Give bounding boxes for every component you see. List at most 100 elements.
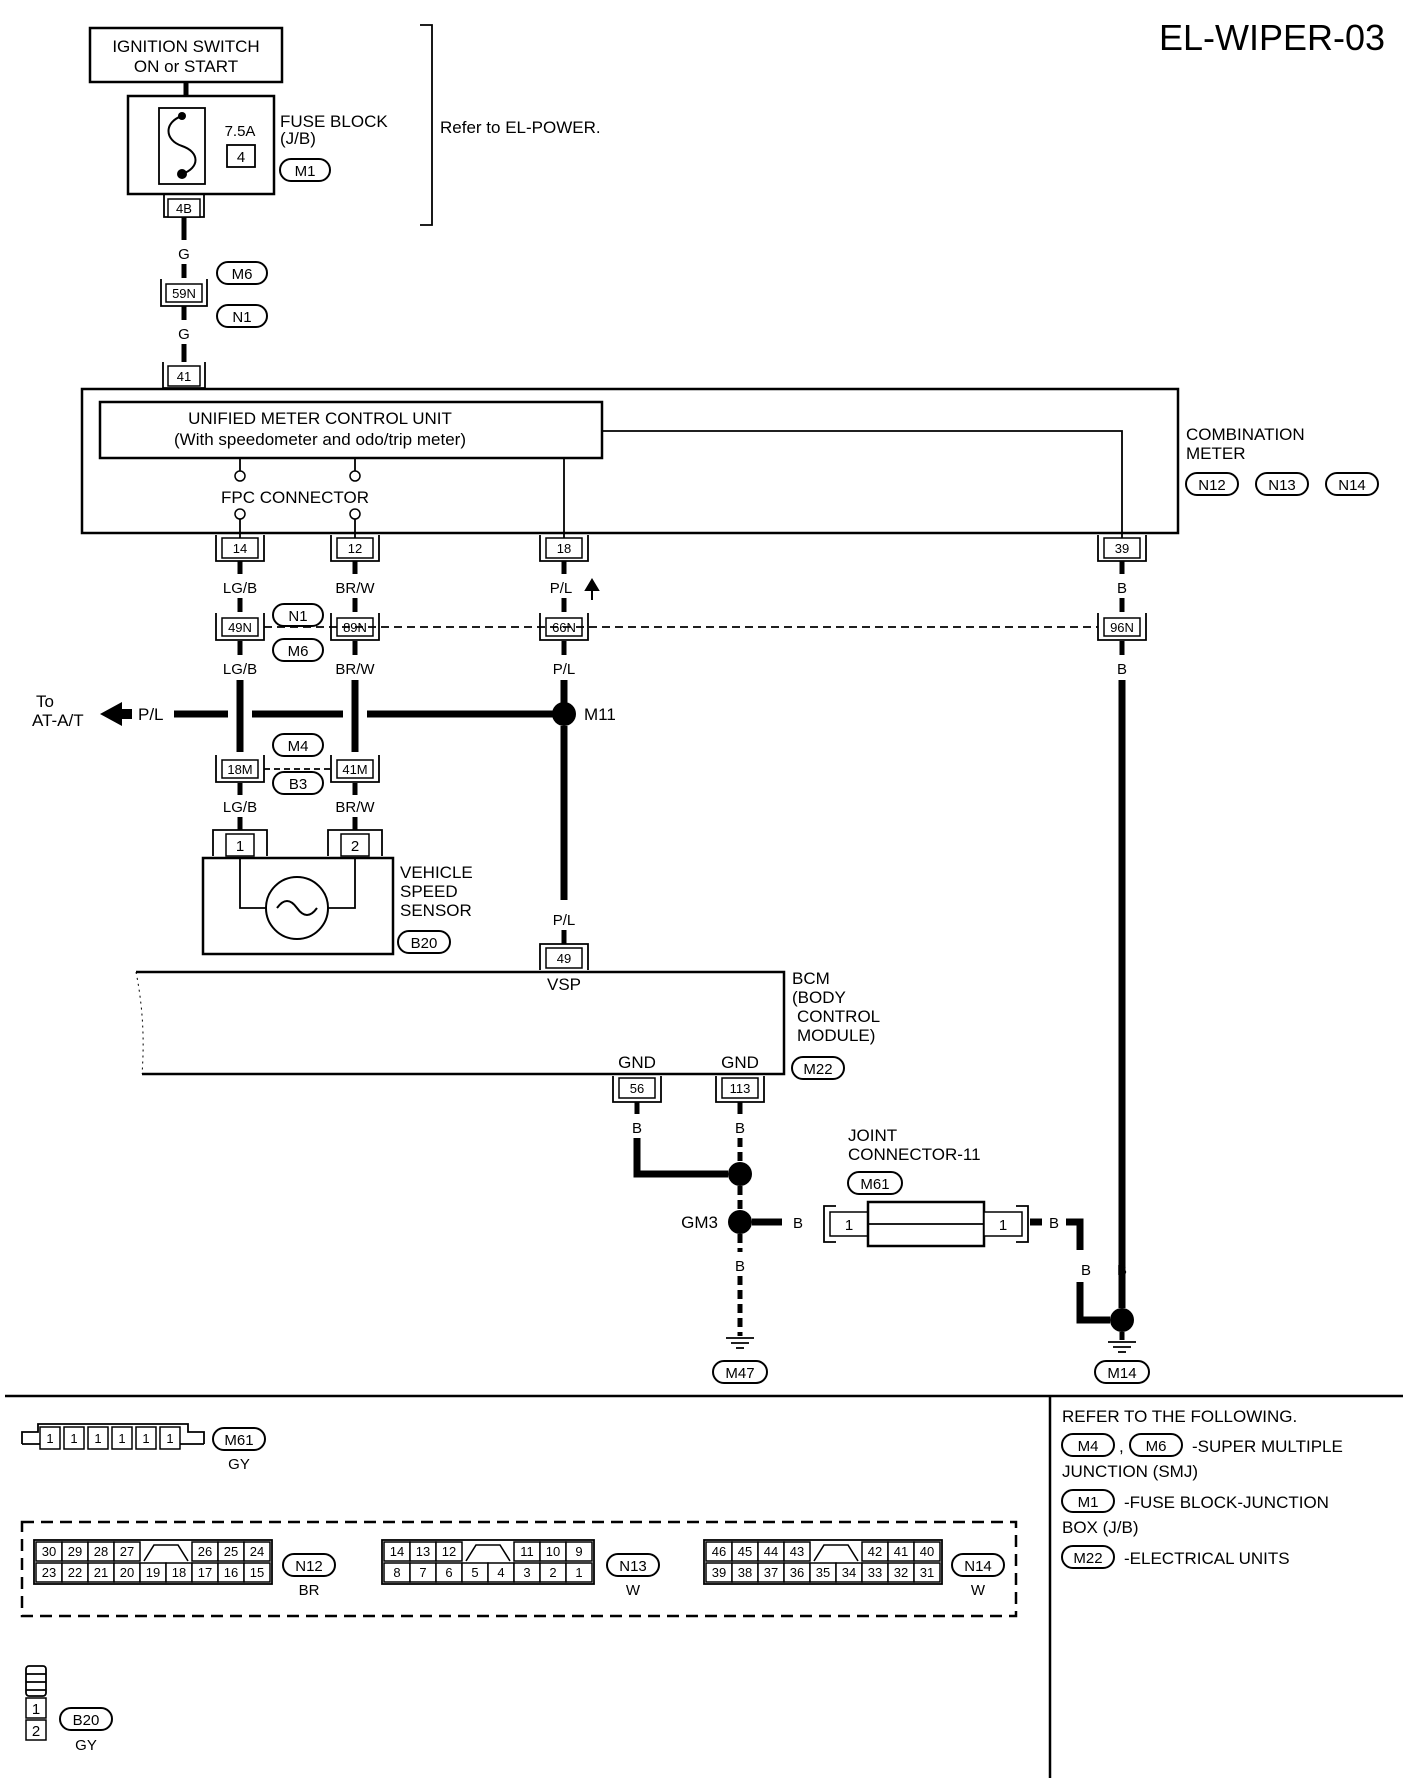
connector-pin — [243, 1541, 271, 1562]
refer-smj-text1: -SUPER MULTIPLE — [1192, 1437, 1343, 1456]
m61-pin — [135, 1426, 157, 1450]
pin-49: 49 — [557, 951, 571, 966]
refer-smj-m6: M6 — [1146, 1438, 1167, 1455]
m61-pin-label: 1 — [118, 1431, 125, 1446]
legend-n12-code: N12 — [295, 1558, 323, 1575]
bcm-pin-56: 56 — [612, 1076, 662, 1103]
connector-n12: N12 — [1198, 477, 1226, 494]
refer-el-power: Refer to EL-POWER. — [440, 118, 601, 137]
wire-color-lgb-3: LG/B — [223, 799, 257, 816]
m61-pin-label: 1 — [94, 1431, 101, 1446]
to-at-line2: AT-A/T — [32, 711, 84, 730]
connector-pin-label: 32 — [894, 1565, 908, 1580]
connector-pin-label: 20 — [120, 1565, 134, 1580]
svg-text:2: 2 — [32, 1723, 40, 1740]
joint-connector-line2: CONNECTOR-11 — [848, 1145, 981, 1164]
connector-pin-label: 15 — [250, 1565, 264, 1580]
m61-pin — [111, 1426, 133, 1450]
pin-41: 41 — [177, 369, 191, 384]
connector-m1: M1 — [295, 163, 316, 180]
connector-pin — [913, 1562, 941, 1583]
smj-pin-49n: 49N — [215, 613, 265, 641]
legend-m61-color: GY — [228, 1456, 250, 1473]
connector-pin-label: 41 — [894, 1544, 908, 1559]
m61-pin-label: 1 — [46, 1431, 53, 1446]
vehicle-speed-sensor: 1 2 — [201, 829, 395, 956]
connector-pin-label: 40 — [920, 1544, 934, 1559]
refer-m1: M1 — [1078, 1494, 1099, 1511]
refer-heading: REFER TO THE FOLLOWING. — [1062, 1407, 1297, 1426]
fuse-icon — [167, 115, 197, 175]
connector-pin-label: 39 — [712, 1565, 726, 1580]
wire-color-b-gm3: B — [793, 1215, 803, 1232]
legend-n14-code: N14 — [964, 1558, 992, 1575]
legend-n12-color: BR — [299, 1582, 320, 1599]
wire-color-pl-3: P/L — [553, 912, 576, 929]
svg-text:49N: 49N — [228, 620, 252, 635]
joint-connector-line1: JOINT — [848, 1126, 897, 1145]
unified-meter-subtitle: (With speedometer and odo/trip meter) — [174, 430, 466, 449]
connector-n1-top: N1 — [232, 309, 251, 326]
splice-gm3-label: GM3 — [681, 1213, 718, 1232]
vss-line1: VEHICLE — [400, 863, 473, 882]
connector-pin-label: 11 — [520, 1544, 534, 1559]
refer-smj-text2: JUNCTION (SMJ) — [1062, 1462, 1198, 1481]
connector-pin-label: 36 — [790, 1565, 804, 1580]
refer-smj-m4: M4 — [1078, 1438, 1099, 1455]
wire-color-b-56: B — [632, 1120, 642, 1137]
fuse-block-label: FUSE BLOCK — [280, 112, 388, 131]
connector-m6-top: M6 — [232, 266, 253, 283]
legend-b20-color: GY — [75, 1737, 97, 1754]
m61-pin-label: 1 — [142, 1431, 149, 1446]
wire-color-b-m14: B — [1117, 1262, 1127, 1279]
connector-pin-label: 14 — [390, 1544, 404, 1559]
connector-m4-row: M4 — [288, 738, 309, 755]
connector-pin-label: 22 — [68, 1565, 82, 1580]
svg-text:39: 39 — [1115, 541, 1129, 556]
svg-text:2: 2 — [351, 838, 359, 855]
wire-color-b-j11-down: B — [1081, 1262, 1091, 1279]
wire-color-pl-at: P/L — [138, 705, 164, 724]
connector-pin-label: 38 — [738, 1565, 752, 1580]
connector-pin-label: 34 — [842, 1565, 856, 1580]
wire-color-lgb-2: LG/B — [223, 661, 257, 678]
connector-pin-label: 25 — [224, 1544, 238, 1559]
svg-text:14: 14 — [233, 541, 247, 556]
smj-pin-18m: 18M — [215, 755, 265, 783]
connector-pin-label: 1 — [575, 1565, 582, 1580]
splice-m11-label: M11 — [584, 705, 616, 724]
svg-text:1: 1 — [845, 1217, 853, 1234]
legend-n13-code: N13 — [619, 1558, 647, 1575]
svg-text:18M: 18M — [227, 762, 252, 777]
connector-pin-label: 28 — [94, 1544, 108, 1559]
gnd-label-2: GND — [721, 1053, 759, 1072]
bcm-module: 49 VSP GND GND — [135, 943, 786, 1076]
connector-pin-label: 31 — [920, 1565, 934, 1580]
connector-pin-label: 45 — [738, 1544, 752, 1559]
connector-pin-label: 44 — [764, 1544, 778, 1559]
connector-pin-label: 16 — [224, 1565, 238, 1580]
wire-color-b-j11: B — [1049, 1215, 1059, 1232]
wire-color-g-1: G — [178, 246, 190, 263]
diagram-title: EL-WIPER-03 — [1159, 17, 1385, 58]
smj-pin-41m: 41M — [330, 755, 380, 783]
connector-pin-label: 9 — [575, 1544, 582, 1559]
connector-pin-label: 12 — [442, 1544, 456, 1559]
connector-m22: M22 — [803, 1061, 832, 1078]
sine-wave-icon — [276, 900, 318, 916]
connector-pin-label: 42 — [868, 1544, 882, 1559]
legend-n14-color: W — [971, 1582, 986, 1599]
connector-pin — [565, 1562, 593, 1583]
m61-pin — [39, 1426, 61, 1450]
connector-pin-label: 6 — [445, 1565, 452, 1580]
to-at-line1: To — [36, 692, 54, 711]
wire-color-brw-3: BR/W — [335, 799, 375, 816]
connector-pin-label: 33 — [868, 1565, 882, 1580]
connector-pin-label: 8 — [393, 1565, 400, 1580]
legend-n13-color: W — [626, 1582, 641, 1599]
connector-pin — [243, 1562, 271, 1583]
connector-pin-label: 43 — [790, 1544, 804, 1559]
m61-pin-label: 1 — [166, 1431, 173, 1446]
